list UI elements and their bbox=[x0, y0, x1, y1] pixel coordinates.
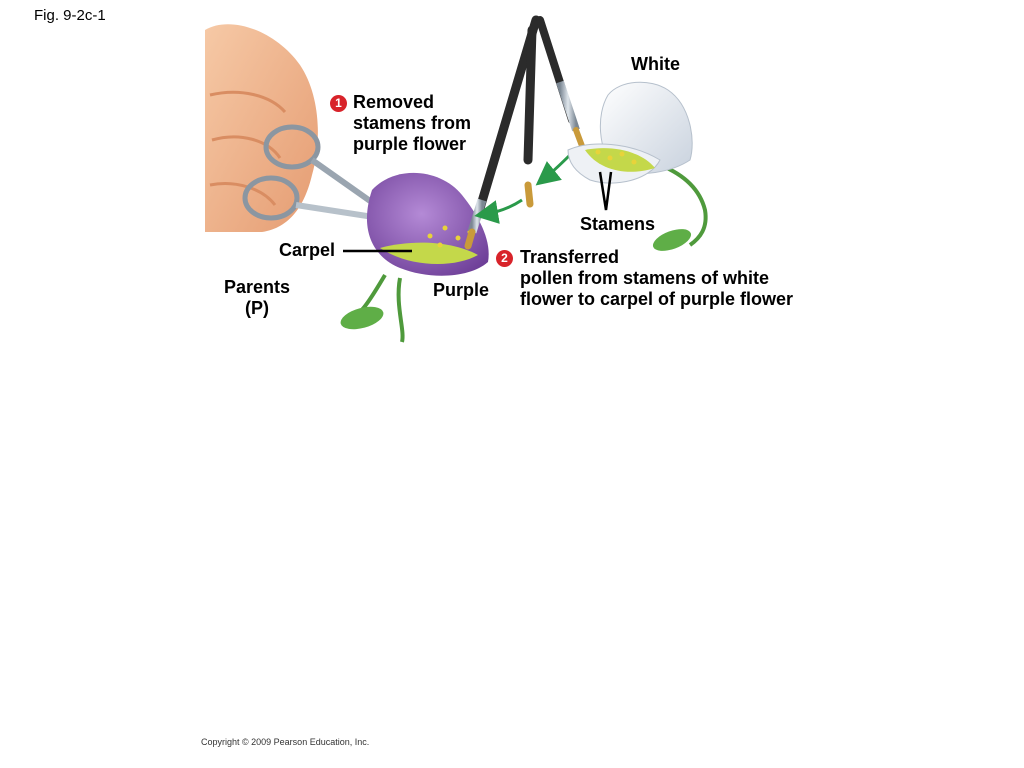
step-1-line: Removed bbox=[353, 92, 435, 112]
step-2-badge: 2 bbox=[496, 250, 513, 267]
white-flower-illustration bbox=[567, 81, 708, 251]
step-2-text: Transferred pollen from stamens of white… bbox=[520, 247, 793, 310]
step-1-line: purple flower bbox=[353, 134, 467, 154]
step-2-line: pollen from stamens of white bbox=[520, 268, 770, 288]
carpel-label: Carpel bbox=[279, 240, 336, 260]
step-1-badge: 1 bbox=[330, 95, 347, 112]
figure-label: Fig. 9-2c-1 bbox=[34, 7, 106, 24]
stamens-label: Stamens bbox=[580, 214, 656, 234]
purple-flower-illustration bbox=[340, 172, 489, 343]
step-2-line: Transferred bbox=[520, 247, 620, 267]
step-1-line: stamens from bbox=[353, 113, 472, 133]
purple-flower-label: Purple bbox=[433, 280, 490, 300]
parents-label-line: Parents bbox=[223, 277, 291, 297]
paintbrushes-illustration bbox=[464, 15, 585, 250]
parents-label-line: (P) bbox=[245, 298, 269, 318]
copyright-notice: Copyright © 2009 Pearson Education, Inc. bbox=[201, 737, 370, 747]
step-1-text: Removed stamens from purple flower bbox=[353, 92, 471, 155]
step-2-line: flower to carpel of purple flower bbox=[520, 289, 794, 309]
white-flower-label: White bbox=[631, 54, 680, 74]
parents-label: Parents (P) bbox=[221, 277, 293, 319]
